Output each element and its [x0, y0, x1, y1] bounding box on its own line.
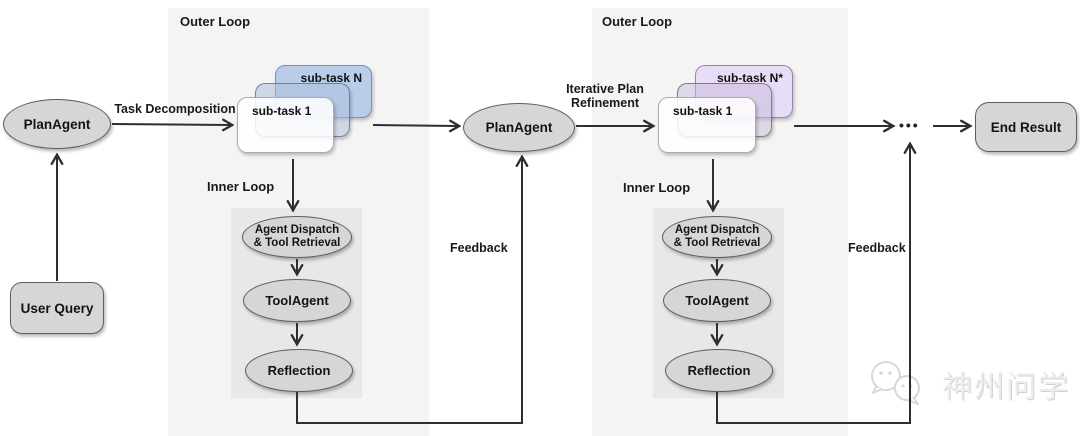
reflection-node-1: Reflection — [245, 349, 353, 392]
agent-dispatch-line1-2: Agent Dispatch — [674, 223, 760, 236]
subtask-1-card-1: sub-task 1 — [237, 97, 334, 153]
user-query-node: User Query — [10, 282, 104, 334]
subtask-1-card-2: sub-task 1 — [658, 97, 756, 153]
feedback-label-1: Feedback — [450, 241, 508, 255]
agent-dispatch-line1-1: Agent Dispatch — [254, 223, 340, 236]
agent-dispatch-line2-1: & Tool Retrieval — [253, 237, 341, 249]
inner-loop-title-2: Inner Loop — [623, 180, 691, 195]
reflection-node-2: Reflection — [665, 349, 773, 392]
watermark: 神州问学 — [862, 358, 1070, 410]
outer-loop-title-1: Outer Loop — [180, 14, 251, 29]
inner-loop-title-1: Inner Loop — [207, 179, 275, 194]
tool-agent-node-2: ToolAgent — [663, 279, 771, 322]
iterative-plan-line1: Iterative Plan — [566, 82, 644, 96]
plan-agent-node-1: PlanAgent — [3, 99, 111, 149]
agent-dispatch-line2-2: & Tool Retrieval — [673, 237, 761, 249]
iterative-plan-refinement-label: Iterative Plan Refinement — [558, 82, 652, 111]
end-result-node: End Result — [975, 102, 1077, 152]
outer-loop-title-2: Outer Loop — [602, 14, 673, 29]
iterative-plan-line2: Refinement — [570, 96, 640, 111]
task-decomposition-label: Task Decomposition — [114, 102, 236, 116]
subtask-1-label-1: sub-task 1 — [252, 104, 312, 118]
subtask-n-label-2: sub-task N* — [716, 71, 783, 85]
subtask-1-label-2: sub-task 1 — [673, 104, 733, 118]
agent-dispatch-node-2: Agent Dispatch& Tool Retrieval — [662, 216, 772, 258]
wechat-chat-bubbles-icon — [871, 361, 920, 405]
tool-agent-node-1: ToolAgent — [243, 279, 351, 322]
agent-dispatch-node-1: Agent Dispatch& Tool Retrieval — [242, 216, 352, 258]
watermark-text: 神州问学 — [942, 371, 1070, 404]
continuation-ellipsis: ••• — [899, 117, 920, 133]
subtask-n-label-1: sub-task N — [300, 71, 362, 85]
feedback-label-2: Feedback — [848, 241, 906, 255]
plan-agent-node-2: PlanAgent — [463, 103, 575, 152]
